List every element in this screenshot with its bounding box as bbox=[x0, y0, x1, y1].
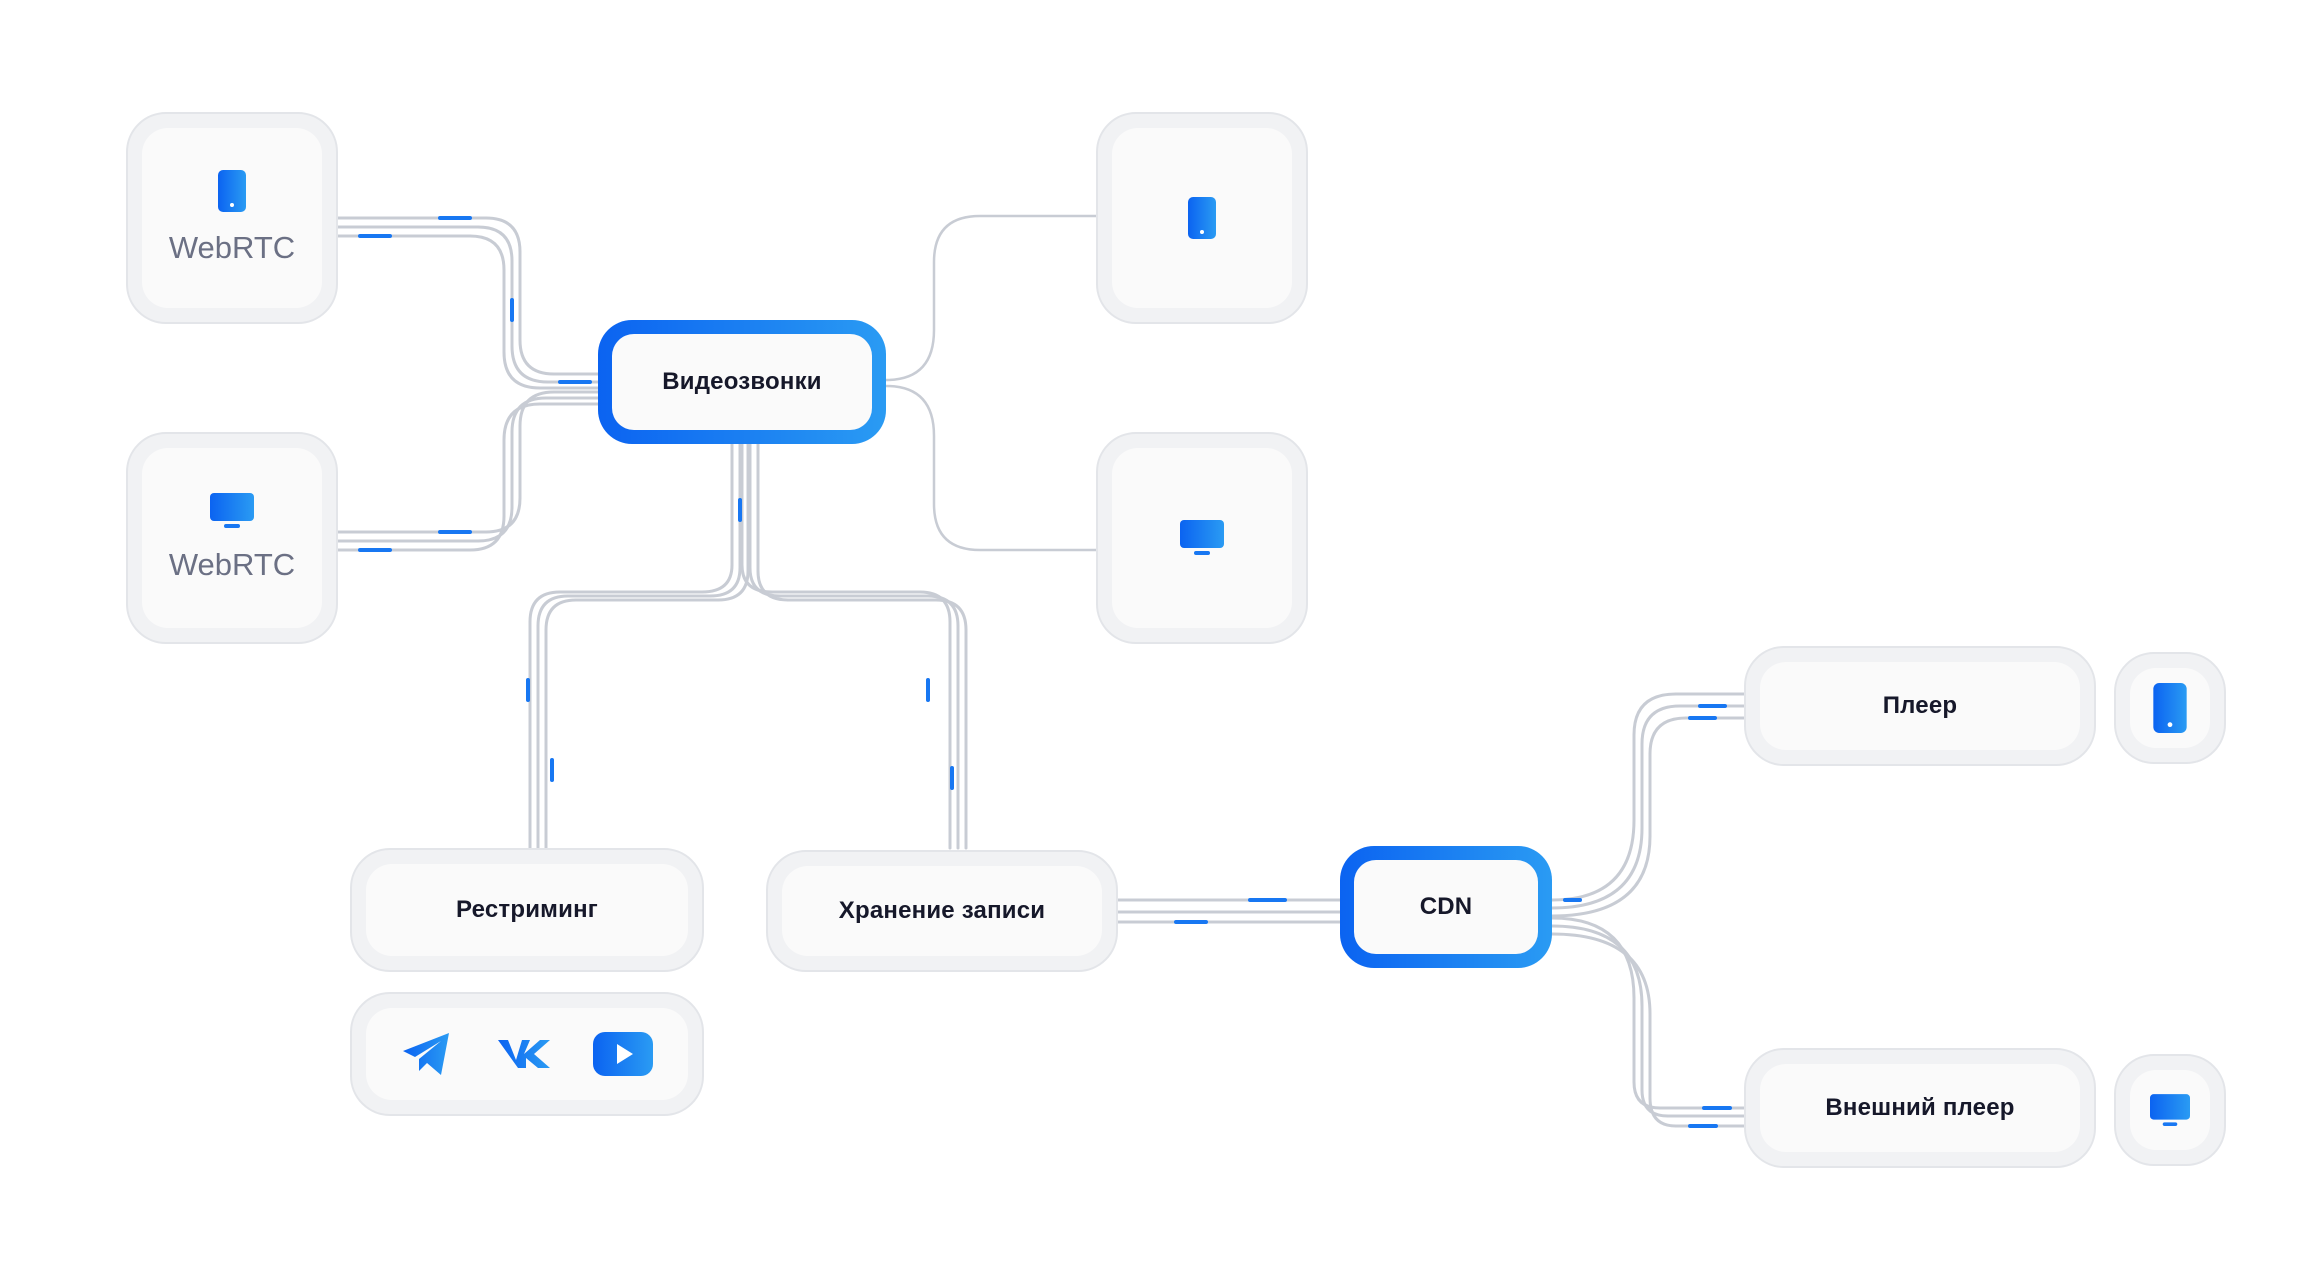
node-label: Плеер bbox=[1882, 692, 1958, 719]
node-label: WebRTC bbox=[168, 230, 296, 265]
connector-storage-to-cdn bbox=[1114, 898, 1342, 924]
telegram-icon bbox=[401, 1031, 453, 1077]
connector-webrtc-monitor-to-video-calls bbox=[336, 390, 602, 552]
node-player: Плеер bbox=[1744, 646, 2096, 766]
node-restreaming: Рестриминг bbox=[350, 848, 704, 972]
node-webrtc-phone: WebRTC bbox=[126, 112, 338, 324]
phone-icon bbox=[1188, 197, 1216, 239]
node-external-player-device bbox=[2114, 1054, 2226, 1166]
connector-webrtc-phone-to-video-calls bbox=[336, 216, 602, 390]
node-player-device bbox=[2114, 652, 2226, 764]
vk-icon bbox=[496, 1038, 550, 1070]
connector-pulses-storage-cdn bbox=[1174, 898, 1287, 924]
phone-icon bbox=[2153, 683, 2187, 733]
node-label: WebRTC bbox=[168, 547, 296, 582]
node-webrtc-monitor: WebRTC bbox=[126, 432, 338, 644]
connector-video-calls-to-outputs bbox=[528, 442, 968, 850]
connector-pulses-outputs bbox=[526, 498, 954, 790]
node-label: Видеозвонки bbox=[662, 368, 822, 395]
node-external-player: Внешний плеер bbox=[1744, 1048, 2096, 1168]
connector-cdn-to-players bbox=[1550, 692, 1746, 1128]
node-output-phone bbox=[1096, 112, 1308, 324]
youtube-icon bbox=[592, 1032, 653, 1076]
node-label: Рестриминг bbox=[456, 896, 598, 923]
node-label: Хранение записи bbox=[838, 897, 1046, 924]
connector-pulses-webrtc-phone bbox=[358, 216, 592, 384]
phone-icon bbox=[218, 170, 246, 212]
node-label: Внешний плеер bbox=[1825, 1094, 2015, 1121]
node-recording-storage: Хранение записи bbox=[766, 850, 1118, 972]
connector-video-calls-to-devices bbox=[884, 214, 1098, 552]
monitor-icon bbox=[210, 493, 254, 529]
connector-pulses-webrtc-monitor bbox=[358, 530, 472, 552]
node-social-platforms bbox=[350, 992, 704, 1116]
node-output-monitor bbox=[1096, 432, 1308, 644]
node-label: CDN bbox=[1419, 893, 1473, 920]
node-cdn: CDN bbox=[1340, 846, 1552, 968]
monitor-icon bbox=[2150, 1093, 2190, 1127]
connector-pulses-players bbox=[1563, 704, 1732, 1128]
node-video-calls: Видеозвонки bbox=[598, 320, 886, 444]
monitor-icon bbox=[1180, 520, 1224, 556]
